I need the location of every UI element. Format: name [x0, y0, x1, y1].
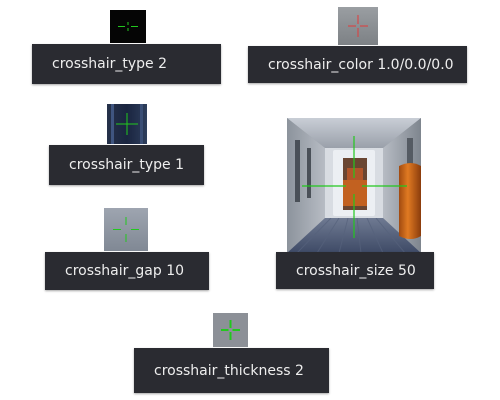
crosshair-color-preview	[338, 7, 378, 45]
crosshair-thickness-preview	[213, 313, 248, 347]
crosshair-icon	[213, 313, 248, 347]
crosshair-type-1-preview	[107, 104, 147, 144]
crosshair-type-2-preview	[110, 10, 146, 43]
crosshair-size-label: crosshair_size 50	[276, 252, 434, 289]
crosshair-type-1-label: crosshair_type 1	[49, 145, 204, 185]
corridor-scene-image	[287, 118, 421, 253]
crosshair-color-label: crosshair_color 1.0/0.0/0.0	[248, 46, 467, 83]
crosshair-icon	[338, 7, 378, 45]
crosshair-thickness-label: crosshair_thickness 2	[134, 348, 329, 393]
crosshair-gap-label: crosshair_gap 10	[45, 252, 209, 290]
crosshair-type-2-label: crosshair_type 2	[32, 44, 221, 84]
crosshair-icon	[107, 104, 147, 144]
crosshair-icon	[110, 10, 146, 43]
crosshair-icon	[104, 208, 148, 251]
crosshair-size-preview	[287, 118, 421, 253]
crosshair-gap-preview	[104, 208, 148, 251]
